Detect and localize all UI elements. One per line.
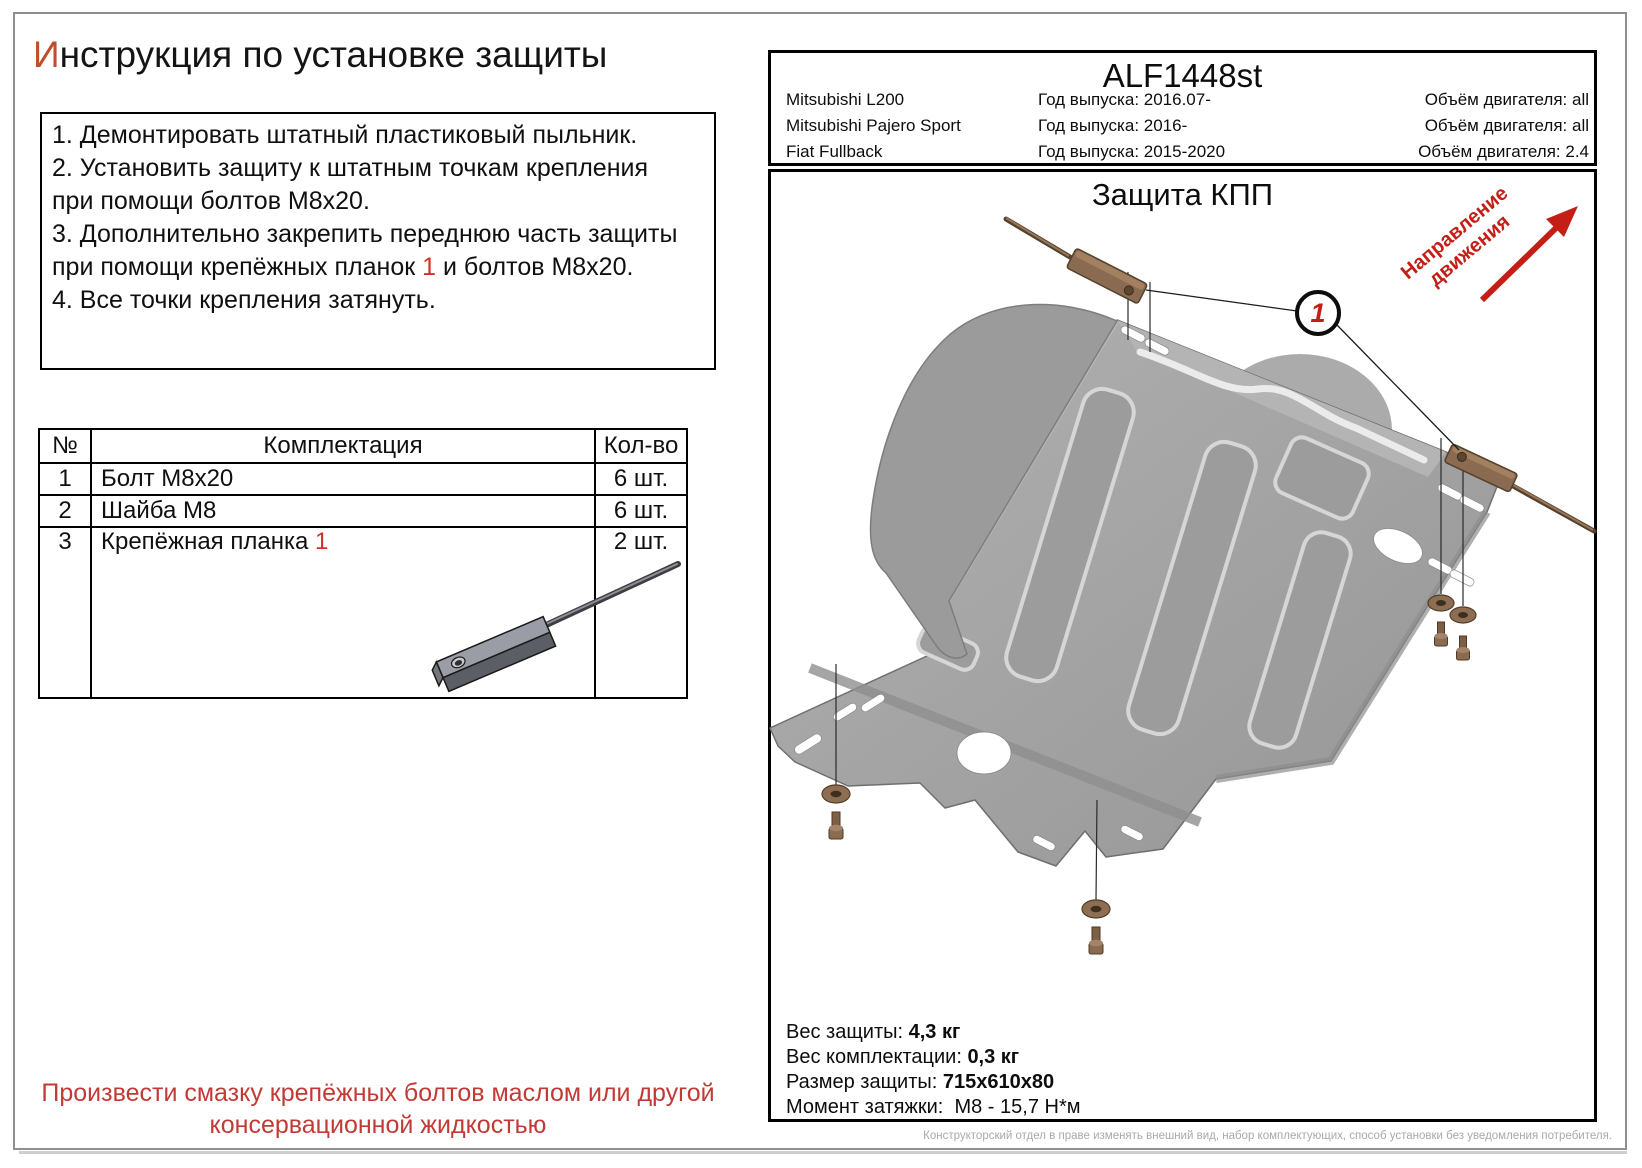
row3-num: 3 [38,526,92,699]
plate-round-hole [956,731,1012,775]
skid-plate-body [769,303,1501,867]
vehicle-engine: Объём двигателя: all [1424,116,1589,135]
vehicle-name: Fiat Fullback [786,142,883,161]
bolts [828,621,1470,955]
row1-num: 1 [38,462,92,496]
spec-torque: Момент затяжки: М8 - 15,7 Н*м [786,1096,1081,1118]
mounting-slots [794,325,1485,851]
vehicle-row: Mitsubishi Pajero Sport Год выпуска: 201… [0,116,1642,142]
col-num-header: № [38,428,92,464]
plate-oval-hole [1373,528,1423,564]
row2-qty: 6 шт. [594,494,688,528]
vehicle-engine: Объём двигателя: 2.4 [1418,142,1589,161]
vehicle-row: Mitsubishi L200 Год выпуска: 2016.07- Об… [0,90,1642,116]
table-row: 2 Шайба М8 6 шт. [38,494,688,528]
parts-table: № Комплектация Кол-во 1 Болт М8х20 6 шт.… [38,428,688,699]
vehicle-name: Mitsubishi Pajero Sport [786,116,961,135]
step-1: 1. Демонтировать штатный пластиковый пыл… [52,121,638,149]
vehicle-row: Fiat Fullback Год выпуска: 2015-2020 Объ… [0,142,1642,168]
product-header-box [768,50,1597,166]
drawing-title: Защита КПП [1091,177,1274,212]
title-accent-letter: И [33,34,60,75]
title-text: нструкция по установке защиты [59,34,608,75]
vehicle-year: Год выпуска: 2015-2020 [1038,142,1226,161]
callout-circle [1295,290,1341,336]
callout-1: 1 [1145,289,1460,451]
step-2: 2. Установить защиту к штатным точкам кр… [52,154,649,215]
step-3-callout-ref: 1 [422,253,437,281]
row2-name: Шайба М8 [90,494,596,528]
col-name-header: Комплектация [90,428,596,464]
row1-name: Болт М8х20 [90,462,596,496]
plate-front-wing [869,303,1119,659]
table-row: 3 Крепёжная планка 1 2 шт. [38,526,688,699]
step-4: 4. Все точки крепления затянуть. [52,286,436,314]
mounting-bracket-illustration [431,561,681,693]
spec-size: Размер защиты: 715х610х80 [786,1071,1055,1093]
assembly-lines [835,272,1464,901]
row2-num: 2 [38,494,92,528]
row3-name-cell: Крепёжная планка 1 [90,526,681,699]
parts-table-header: № Комплектация Кол-во [38,428,688,464]
skid-plate-drawing: 1 [769,206,1597,955]
row1-qty: 6 шт. [594,462,688,496]
page-shadow [19,1151,1627,1154]
vehicle-name: Mitsubishi L200 [786,90,905,109]
row3-name-callout-ref: 1 [314,528,329,555]
edge-highlight [1136,348,1428,464]
spec-kit-weight: Вес комплектации: 0,3 кг [786,1046,1020,1068]
spec-weight: Вес защиты: 4,3 кг [786,1021,961,1043]
washers [821,594,1477,919]
callout-number: 1 [1310,298,1325,328]
product-code: ALF1448st [1102,57,1263,94]
vehicle-year: Год выпуска: 2016- [1038,116,1188,135]
mounting-plank-right [1444,443,1597,534]
bracket-bar [431,615,557,693]
col-qty-header: Кол-во [594,428,688,464]
page-title: Инструкция по установке защиты [33,34,733,76]
vehicle-engine: Объём двигателя: all [1424,90,1589,109]
installation-steps-box: 1. Демонтировать штатный пластиковый пыл… [40,112,716,370]
manufacturer-disclaimer: Конструкторский отдел в праве изменять в… [923,1130,1612,1142]
mounting-plank-left [1003,216,1148,304]
row3-qty: 2 шт. [594,526,688,699]
row3-name: Крепёжная планка [101,528,315,555]
grease-warning-note: Произвести смазку крепёжных болтов масло… [41,1079,715,1139]
vehicle-year: Год выпуска: 2016.07- [1038,90,1211,109]
step-3: 3. Дополнительно закрепить переднюю част… [52,220,678,281]
table-row: 1 Болт М8х20 6 шт. [38,462,688,496]
spec-block: Вес защиты: 4,3 кг Вес комплектации: 0,3… [786,1020,1080,1120]
direction-arrow [1479,206,1578,303]
